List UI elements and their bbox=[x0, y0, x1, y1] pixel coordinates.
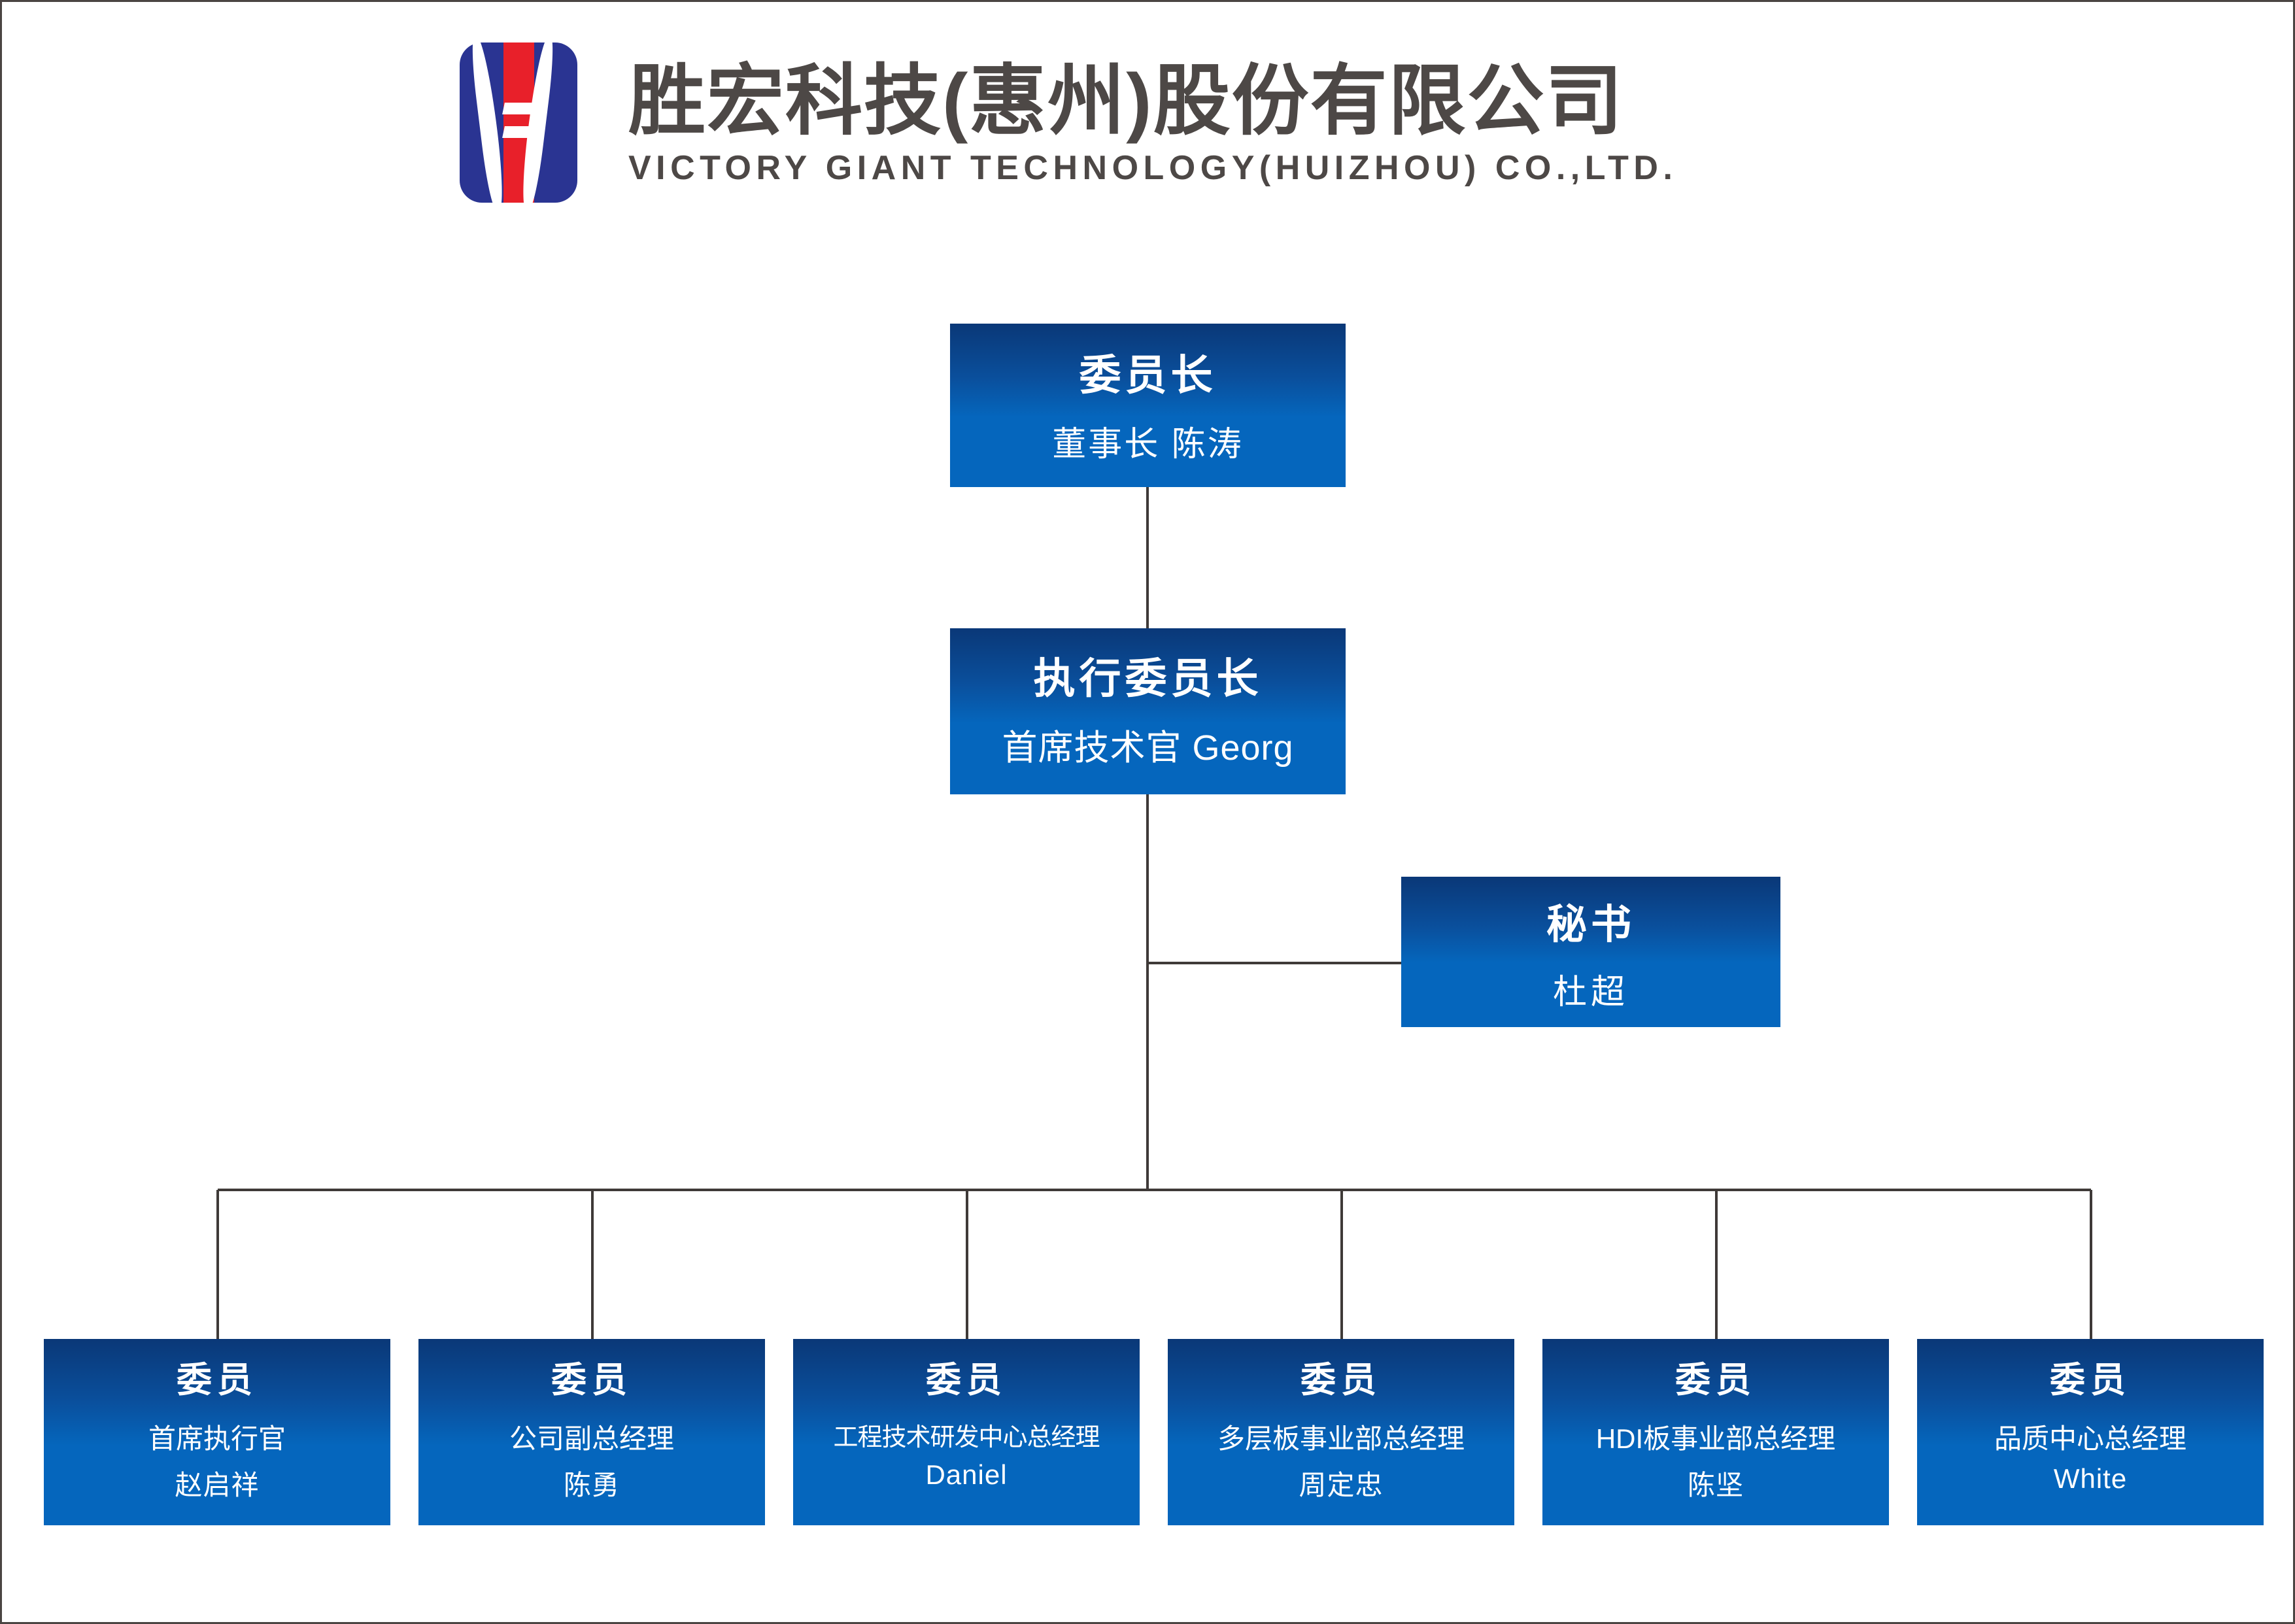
node-member-title: 委员 bbox=[926, 1361, 1007, 1400]
node-member-name: 周定忠 bbox=[1299, 1470, 1384, 1500]
node-member-name: 赵启祥 bbox=[175, 1470, 260, 1500]
company-header: 胜宏科技(惠州)股份有限公司 VICTORY GIANT TECHNOLOGY(… bbox=[460, 36, 1677, 209]
node-member-name: Daniel bbox=[925, 1459, 1008, 1490]
node-chairman-subtitle: 董事长 陈涛 bbox=[1052, 426, 1244, 464]
node-member-title: 委员 bbox=[2050, 1361, 2131, 1400]
node-member-quality[interactable]: 委员 品质中心总经理 White bbox=[1917, 1339, 2264, 1525]
node-member-title: 委员 bbox=[1300, 1361, 1382, 1400]
node-member-role: 多层板事业部总经理 bbox=[1217, 1423, 1465, 1454]
node-member-title: 委员 bbox=[177, 1361, 258, 1400]
node-secretary-title: 秘书 bbox=[1546, 902, 1635, 947]
node-member-role: 品质中心总经理 bbox=[1994, 1423, 2186, 1454]
company-name-cn: 胜宏科技(惠州)股份有限公司 bbox=[628, 58, 1624, 144]
node-member-role: 首席执行官 bbox=[148, 1423, 286, 1454]
node-chairman-title: 委员长 bbox=[1079, 352, 1217, 399]
node-member-name: White bbox=[2053, 1463, 2128, 1494]
node-member-title: 委员 bbox=[1675, 1361, 1756, 1400]
node-secretary[interactable]: 秘书 杜超 bbox=[1401, 877, 1780, 1027]
node-member-title: 委员 bbox=[551, 1361, 632, 1400]
company-name-en: VICTORY GIANT TECHNOLOGY(HUIZHOU) CO.,LT… bbox=[628, 148, 1678, 187]
node-member-role: 公司副总经理 bbox=[509, 1423, 674, 1454]
node-executive-chair-subtitle: 首席技术官 Georg bbox=[1002, 728, 1294, 768]
node-secretary-subtitle: 杜超 bbox=[1552, 973, 1629, 1011]
node-member-hdi[interactable]: 委员 HDI板事业部总经理 陈坚 bbox=[1542, 1339, 1889, 1525]
node-member-rd-center[interactable]: 委员 工程技术研发中心总经理 Daniel bbox=[793, 1339, 1140, 1525]
node-executive-chair-title: 执行委员长 bbox=[1033, 655, 1263, 702]
company-name-block: 胜宏科技(惠州)股份有限公司 VICTORY GIANT TECHNOLOGY(… bbox=[628, 58, 1677, 187]
node-member-name: 陈勇 bbox=[563, 1470, 620, 1500]
node-member-name: 陈坚 bbox=[1687, 1470, 1744, 1500]
node-executive-chair[interactable]: 执行委员长 首席技术官 Georg bbox=[950, 628, 1346, 794]
victory-giant-logo-icon bbox=[460, 36, 577, 209]
node-member-multilayer[interactable]: 委员 多层板事业部总经理 周定忠 bbox=[1168, 1339, 1514, 1525]
node-member-role: 工程技术研发中心总经理 bbox=[833, 1424, 1100, 1451]
node-member-role: HDI板事业部总经理 bbox=[1595, 1423, 1836, 1454]
node-chairman[interactable]: 委员长 董事长 陈涛 bbox=[950, 324, 1346, 487]
node-member-vice-gm[interactable]: 委员 公司副总经理 陈勇 bbox=[418, 1339, 765, 1525]
node-member-ceo[interactable]: 委员 首席执行官 赵启祥 bbox=[44, 1339, 390, 1525]
